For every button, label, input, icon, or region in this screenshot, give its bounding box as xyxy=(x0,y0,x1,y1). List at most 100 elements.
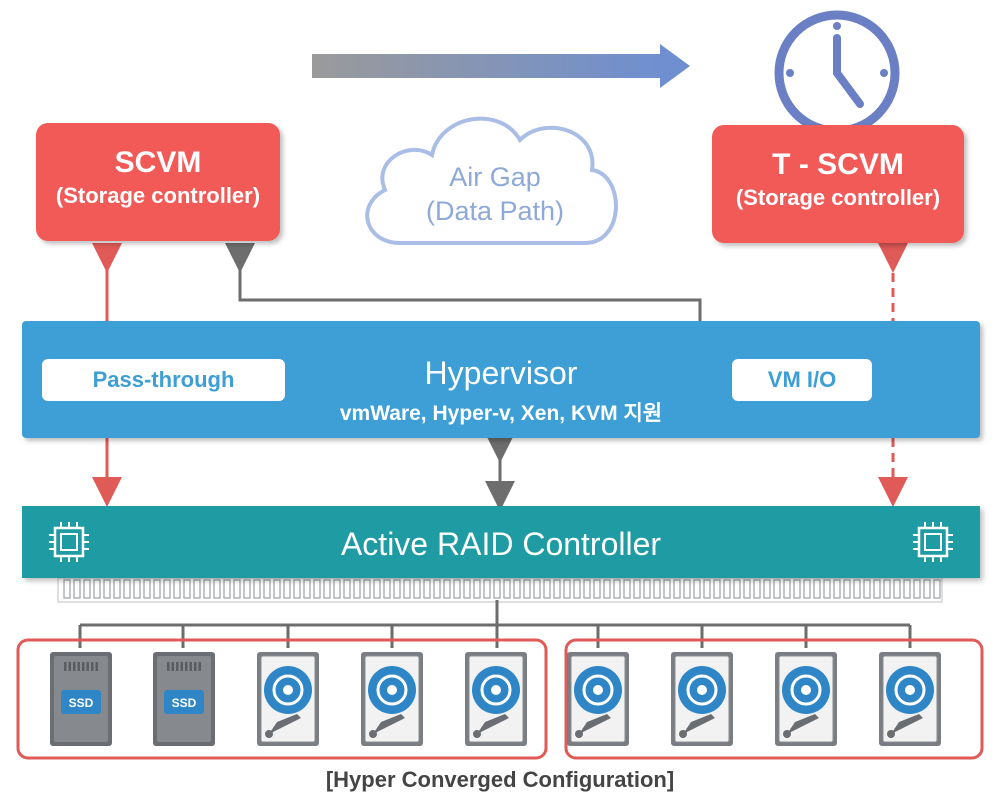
connector-pin xyxy=(813,579,821,599)
hdd-drive-icon xyxy=(879,652,941,746)
connector-pin xyxy=(933,579,941,599)
connector-pin xyxy=(723,579,731,599)
time-flow-arrow xyxy=(312,44,690,88)
connector-pin xyxy=(63,579,71,599)
connector-pin xyxy=(753,579,761,599)
vm-io-label[interactable]: VM I/O xyxy=(732,359,872,401)
connector-pin xyxy=(183,579,191,599)
connector-pin xyxy=(863,579,871,599)
connector-pin xyxy=(903,579,911,599)
connector-pin xyxy=(133,579,141,599)
ssd-label: SSD xyxy=(172,696,197,710)
hdd-drive-icon xyxy=(465,652,527,746)
hdd-drive-icon xyxy=(775,652,837,746)
raid-title: Active RAID Controller xyxy=(340,526,662,562)
connector-pin xyxy=(673,579,681,599)
scvm-title: SCVM xyxy=(114,146,202,179)
connector-pin xyxy=(883,579,891,599)
connector-pin xyxy=(313,579,321,599)
chip-icon xyxy=(913,522,953,562)
hdd-drive-icon xyxy=(361,652,423,746)
connector-pin xyxy=(483,579,491,599)
scvm-subtitle: (Storage controller) xyxy=(55,183,261,208)
ssd-drive-icon: SSD xyxy=(153,652,215,746)
connector-pin xyxy=(893,579,901,599)
clock-icon xyxy=(774,10,900,136)
drive-group-left xyxy=(16,638,548,760)
connector-pin xyxy=(113,579,121,599)
connector-pin xyxy=(633,579,641,599)
connector-pin xyxy=(923,579,931,599)
connector-pin xyxy=(403,579,411,599)
connector-pin xyxy=(253,579,261,599)
connector-pin xyxy=(243,579,251,599)
air-gap-line1: Air Gap xyxy=(449,162,541,192)
scvm-box[interactable]: SCVM (Storage controller) xyxy=(36,123,280,241)
raid-controller[interactable]: Active RAID Controller xyxy=(22,506,980,578)
connector-pin xyxy=(613,579,621,599)
connector-pin xyxy=(793,579,801,599)
connector-pin xyxy=(333,579,341,599)
connector-pin xyxy=(523,579,531,599)
connector-pin xyxy=(773,579,781,599)
connector-pin xyxy=(833,579,841,599)
connector-pin xyxy=(853,579,861,599)
connector-pin xyxy=(803,579,811,599)
connector-pin xyxy=(703,579,711,599)
connector-pin xyxy=(643,579,651,599)
connector-pin xyxy=(493,579,501,599)
connector-pin xyxy=(783,579,791,599)
connector-pin xyxy=(823,579,831,599)
connector-pin xyxy=(533,579,541,599)
hdd-drive-icon xyxy=(257,652,319,746)
pass-through-label[interactable]: Pass-through xyxy=(42,359,285,401)
connector-pin xyxy=(653,579,661,599)
connector-pin xyxy=(213,579,221,599)
connector-pin xyxy=(103,579,111,599)
connector-pin xyxy=(443,579,451,599)
connector-pin xyxy=(763,579,771,599)
connector-pin xyxy=(713,579,721,599)
connector-pin xyxy=(303,579,311,599)
t-scvm-title: T - SCVM xyxy=(772,148,904,181)
connector-pin xyxy=(223,579,231,599)
chip-icon xyxy=(49,522,89,562)
hypervisor-title: Hypervisor xyxy=(424,355,578,391)
connector-pin xyxy=(583,579,591,599)
drive-group-right xyxy=(564,638,984,760)
connector-pin xyxy=(843,579,851,599)
connector-pin xyxy=(373,579,381,599)
connector-pin xyxy=(743,579,751,599)
connector-pin xyxy=(503,579,511,599)
connector-pin xyxy=(353,579,361,599)
connector-pin xyxy=(123,579,131,599)
connector-pin xyxy=(543,579,551,599)
air-gap-label: Air Gap (Data Path) xyxy=(400,160,590,228)
connector-pin xyxy=(343,579,351,599)
connector-pin xyxy=(433,579,441,599)
connector-pin xyxy=(173,579,181,599)
connector-pin xyxy=(363,579,371,599)
connector-pin xyxy=(693,579,701,599)
t-scvm-subtitle: (Storage controller) xyxy=(735,185,941,210)
connector-pin xyxy=(593,579,601,599)
connector-pin xyxy=(563,579,571,599)
connector-pin xyxy=(453,579,461,599)
connector-pin xyxy=(163,579,171,599)
connector-pin xyxy=(193,579,201,599)
hypervisor-bar[interactable]: Hypervisor vmWare, Hyper-v, Xen, KVM 지원 … xyxy=(22,321,980,438)
connector-pin xyxy=(603,579,611,599)
hdd-drive-icon xyxy=(567,652,629,746)
drive-row: SSD SSD xyxy=(50,652,941,746)
air-gap-line2: (Data Path) xyxy=(425,196,565,226)
connector-pin xyxy=(83,579,91,599)
connector-pin xyxy=(153,579,161,599)
t-scvm-box[interactable]: T - SCVM (Storage controller) xyxy=(712,125,964,243)
connector-pin xyxy=(553,579,561,599)
connector-pin xyxy=(513,579,521,599)
connector-pin xyxy=(413,579,421,599)
connector-pin xyxy=(233,579,241,599)
connector-pin xyxy=(273,579,281,599)
connector-pin xyxy=(73,579,81,599)
